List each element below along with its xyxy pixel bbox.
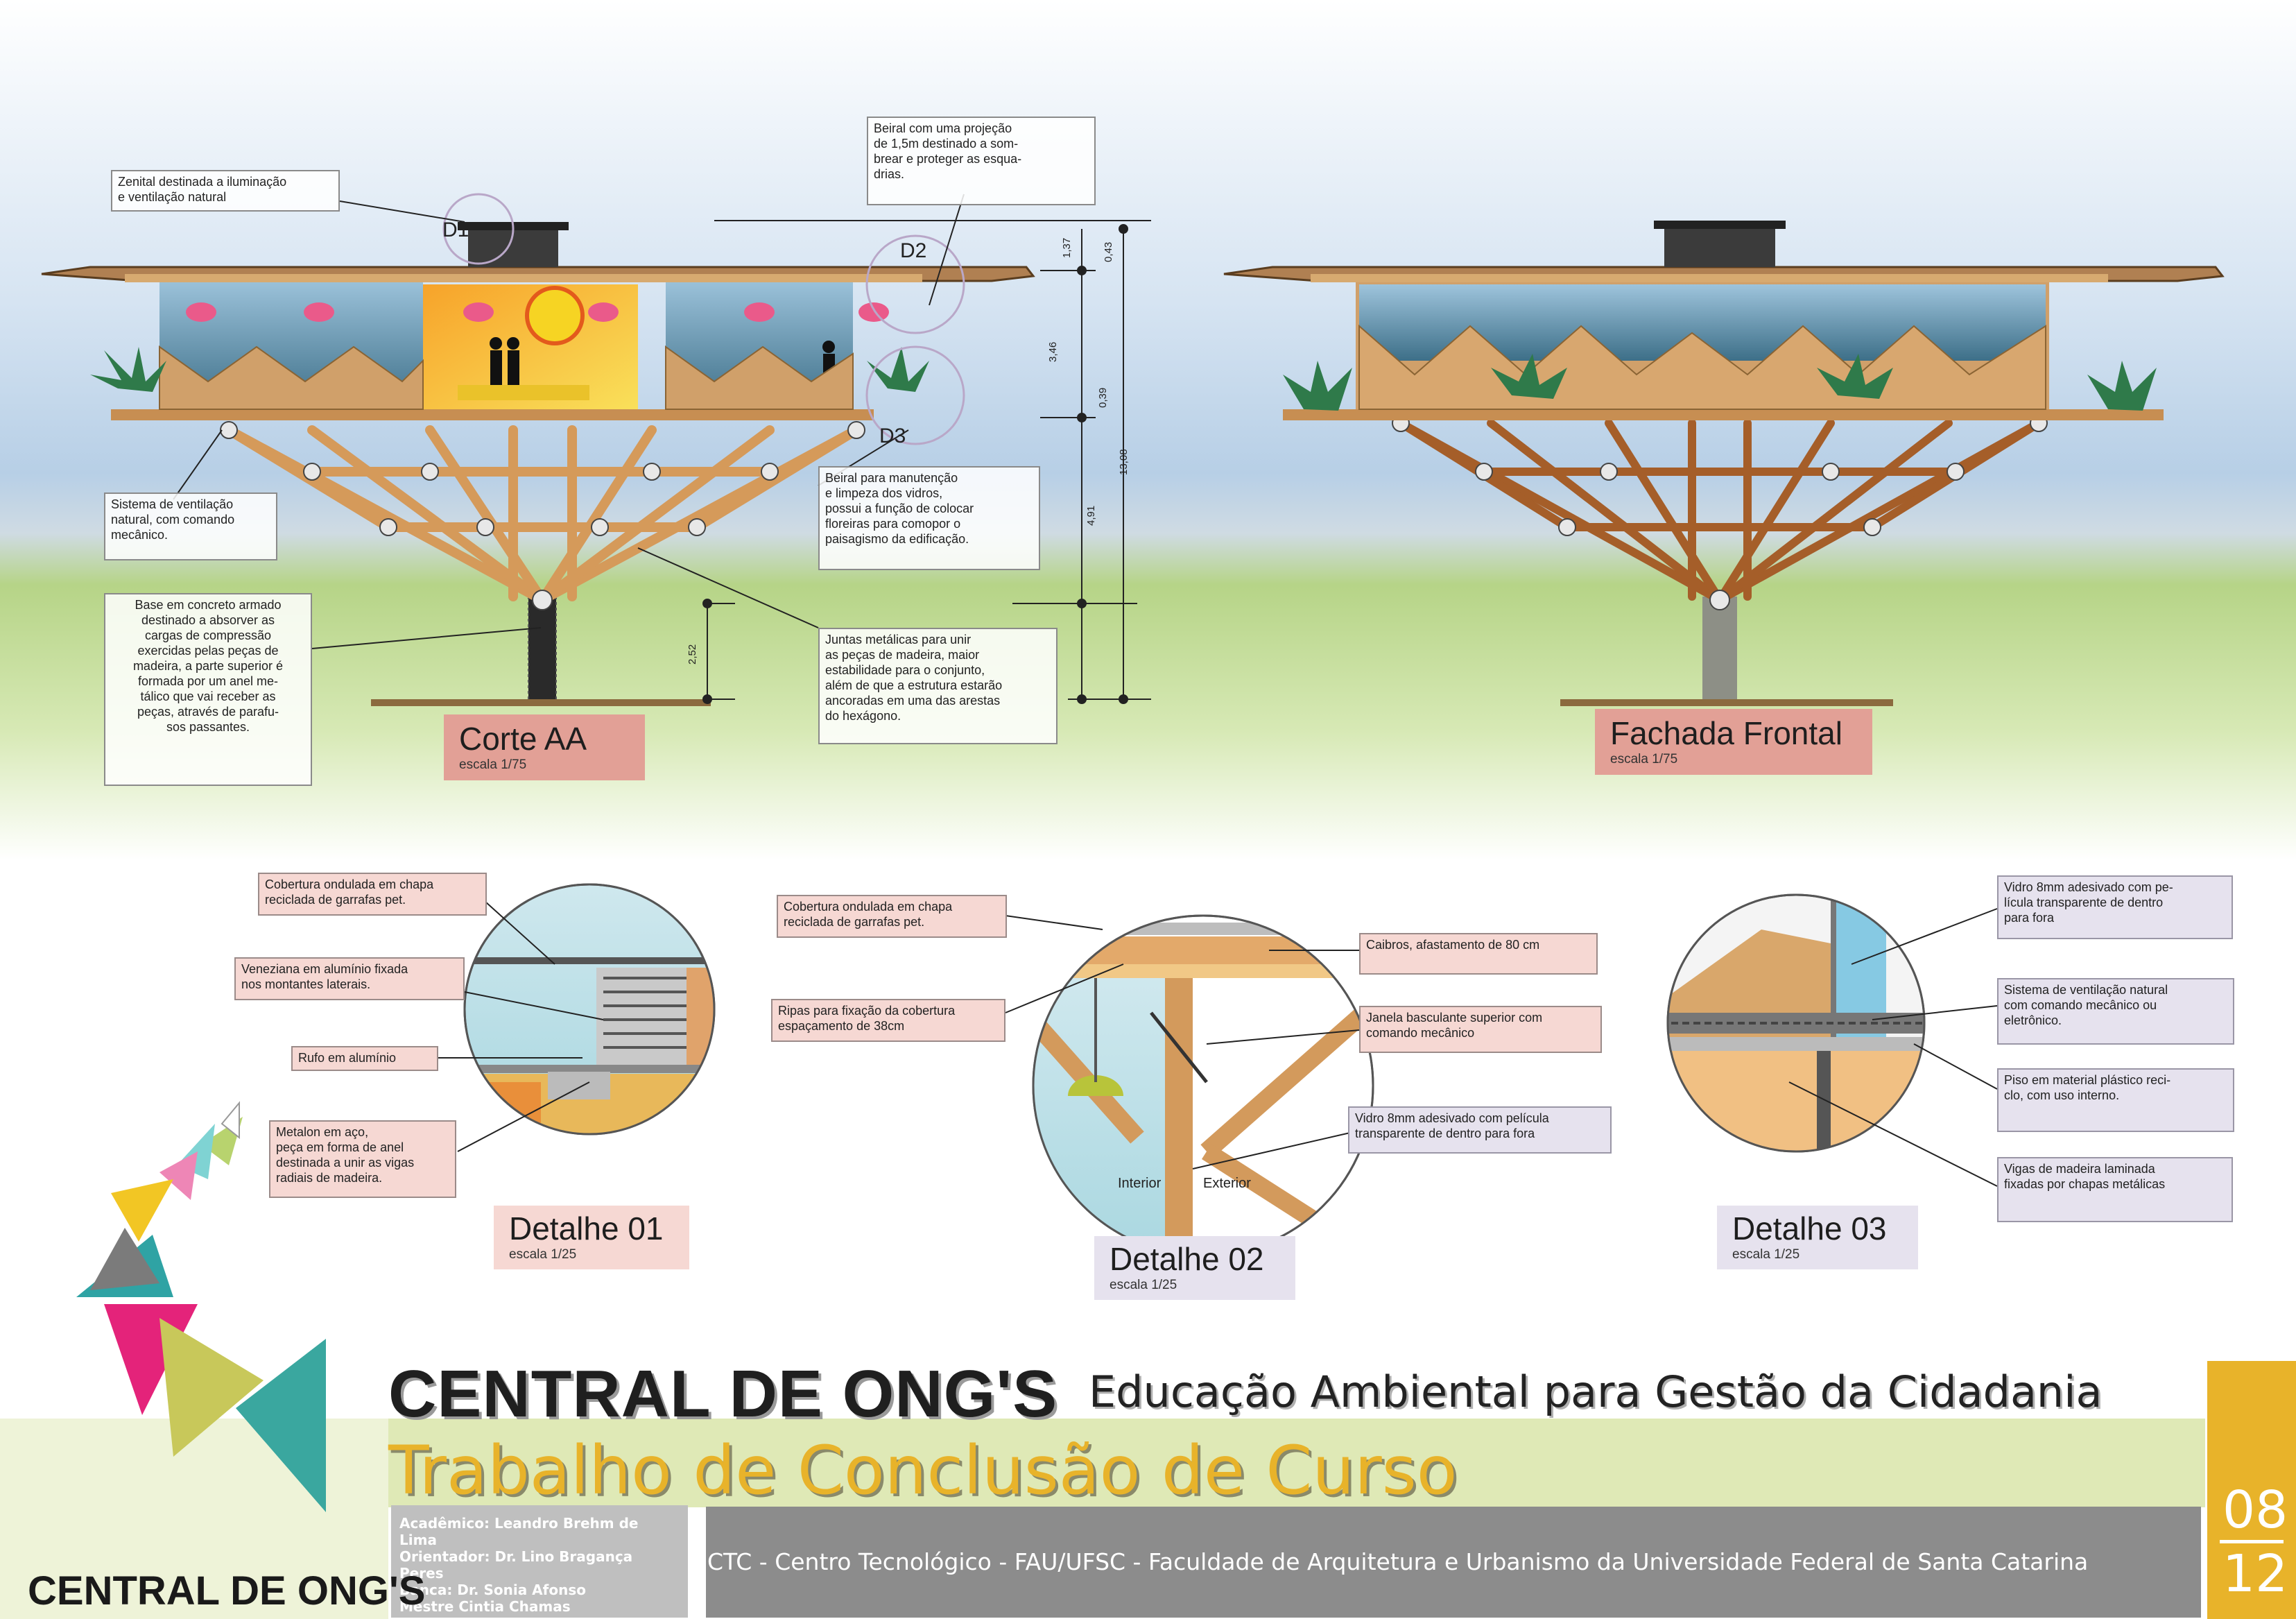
d1-note-veneziana: Veneziana em alumínio fixada nos montant… [234, 957, 465, 1000]
note-zenital: Zenital destinada a iluminação e ventila… [111, 170, 340, 212]
title-detalhe-03-scale: escala 1/25 [1732, 1247, 1800, 1262]
institution-bar: CTC - Centro Tecnológico - FAU/UFSC - Fa… [706, 1507, 2201, 1618]
page-current: 08 [2222, 1480, 2288, 1540]
title-fachada-scale: escala 1/75 [1610, 752, 1678, 766]
d2-note-ripas: Ripas para fixação da cobertura espaçame… [771, 999, 1005, 1042]
d1-note-metalon: Metalon em aço, peça em forma de anel de… [269, 1120, 456, 1198]
dimension-2-52: 2,52 [687, 644, 698, 665]
dimension-1-37: 1,37 [1061, 237, 1073, 258]
logo-triangles [76, 1101, 326, 1512]
title-detalhe-03-label: Detalhe 03 [1732, 1210, 1887, 1247]
d1-note-cobertura: Cobertura ondulada em chapa reciclada de… [258, 873, 487, 916]
corte-aa-drawing [41, 222, 1035, 706]
title-fachada-frontal: Fachada Frontal escala 1/75 [1595, 709, 1872, 775]
title-fachada-label: Fachada Frontal [1610, 715, 1842, 751]
dimension-3-46: 3,46 [1047, 341, 1059, 362]
d2-note-vidro: Vidro 8mm adesivado com película transpa… [1348, 1106, 1612, 1154]
page-total: 12 [2222, 1544, 2288, 1604]
title-corte-aa-label: Corte AA [459, 721, 587, 757]
note-base: Base em concreto armado destinado a abso… [104, 593, 312, 786]
d2-note-caibros: Caibros, afastamento de 80 cm [1359, 933, 1598, 975]
detalhe-03-drawing [1666, 893, 1926, 1153]
subtitle: Educação Ambiental para Gestão da Cidada… [1089, 1367, 2103, 1417]
institution-text: CTC - Centro Tecnológico - FAU/UFSC - Fa… [707, 1548, 2089, 1575]
dimension-0-43: 0,43 [1103, 241, 1114, 262]
page-divider [2220, 1540, 2284, 1543]
note-beiral-manutencao: Beiral para manutenção e limpeza dos vid… [818, 466, 1040, 570]
logo-text: CENTRAL DE ONG'S [28, 1568, 426, 1613]
sky-background [0, 0, 2296, 860]
title-detalhe-01: Detalhe 01 escala 1/25 [494, 1206, 689, 1269]
detail-marker-d1: D1 [442, 219, 469, 241]
title-detalhe-02: Detalhe 02 escala 1/25 [1094, 1236, 1295, 1300]
note-beiral-projecao: Beiral com uma projeção de 1,5m destinad… [867, 117, 1096, 205]
title-corte-aa-scale: escala 1/75 [459, 757, 527, 772]
page-number-box: 08 12 [2207, 1361, 2296, 1619]
note-juntas: Juntas metálicas para unir as peças de m… [818, 628, 1058, 744]
d3-note-vidro: Vidro 8mm adesivado com pe- lícula trans… [1997, 875, 2233, 939]
dimension-4-91: 4,91 [1085, 505, 1097, 526]
d3-note-ventilacao: Sistema de ventilação natural com comand… [1997, 978, 2234, 1045]
title-corte-aa: Corte AA escala 1/75 [444, 714, 645, 780]
title-detalhe-02-label: Detalhe 02 [1110, 1241, 1264, 1277]
dimension-13-08: 13,08 [1118, 449, 1130, 475]
detail-marker-d2: D2 [900, 239, 927, 262]
d2-label-exterior: Exterior [1203, 1176, 1251, 1191]
main-title: CENTRAL DE ONG'S [388, 1357, 1058, 1431]
d2-note-cobertura: Cobertura ondulada em chapa reciclada de… [777, 895, 1007, 938]
d3-note-vigas: Vigas de madeira laminada fixadas por ch… [1997, 1157, 2233, 1222]
d2-note-janela: Janela basculante superior com comando m… [1359, 1006, 1602, 1053]
title-detalhe-01-scale: escala 1/25 [509, 1247, 577, 1262]
d2-label-interior: Interior [1118, 1176, 1162, 1191]
d3-note-piso: Piso em material plástico reci- clo, com… [1997, 1068, 2234, 1132]
note-ventilacao: Sistema de ventilação natural, com coman… [104, 492, 277, 560]
banner-green-band [388, 1419, 2205, 1507]
dimension-0-39: 0,39 [1097, 387, 1109, 408]
title-detalhe-03: Detalhe 03 escala 1/25 [1717, 1206, 1918, 1269]
detalhe-01-drawing [463, 883, 716, 1136]
title-detalhe-01-label: Detalhe 01 [509, 1210, 664, 1247]
credits-box: Acadêmico: Leandro Brehm de Lima Orienta… [391, 1505, 688, 1618]
detail-marker-d3: D3 [879, 425, 906, 447]
detalhe-02-drawing [1032, 914, 1374, 1257]
title-detalhe-02-scale: escala 1/25 [1110, 1278, 1177, 1292]
fachada-frontal-drawing [1223, 221, 2225, 706]
course-title: Trabalho de Conclusão de Curso [388, 1432, 1458, 1509]
d1-note-rufo: Rufo em alumínio [291, 1046, 438, 1071]
